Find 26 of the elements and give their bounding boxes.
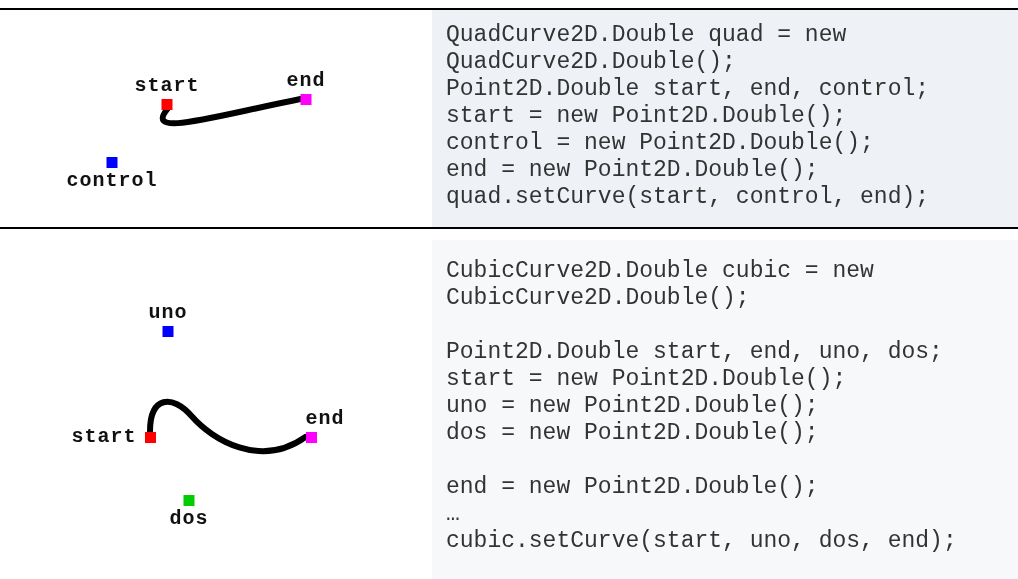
code-line: Point2D.Double start, end, control; [446, 76, 930, 103]
code-line: control = new Point2D.Double(); [446, 130, 874, 157]
control-point [286, 69, 326, 105]
point-label: dos [169, 507, 209, 530]
code-line: Point2D.Double start, end, uno, dos; [446, 339, 943, 366]
code-line: QuadCurve2D.Double(); [446, 49, 736, 76]
code-line: cubic.setCurve(start, uno, dos, end); [446, 528, 957, 555]
code-line: dos = new Point2D.Double(); [446, 420, 819, 447]
point-label: start [134, 74, 200, 97]
code-line: uno = new Point2D.Double(); [446, 393, 819, 420]
code-line: start = new Point2D.Double(); [446, 103, 847, 130]
code-line: end = new Point2D.Double(); [446, 157, 819, 184]
point-label: control [66, 169, 158, 192]
code-line: start = new Point2D.Double(); [446, 366, 847, 393]
point-label: end [305, 407, 345, 430]
point-label: uno [148, 301, 188, 324]
code-line: QuadCurve2D.Double quad = new [446, 22, 847, 49]
point-label: start [71, 426, 137, 448]
point-label: end [286, 69, 326, 92]
code-line: end = new Point2D.Double(); [446, 474, 819, 501]
control-point [305, 407, 345, 443]
curve-line [147, 398, 309, 454]
code-line: quad.setCurve(start, control, end); [446, 184, 930, 211]
code-line: CubicCurve2D.Double(); [446, 285, 750, 312]
code-line: CubicCurve2D.Double cubic = new [446, 258, 874, 285]
code-line: … [446, 501, 460, 528]
